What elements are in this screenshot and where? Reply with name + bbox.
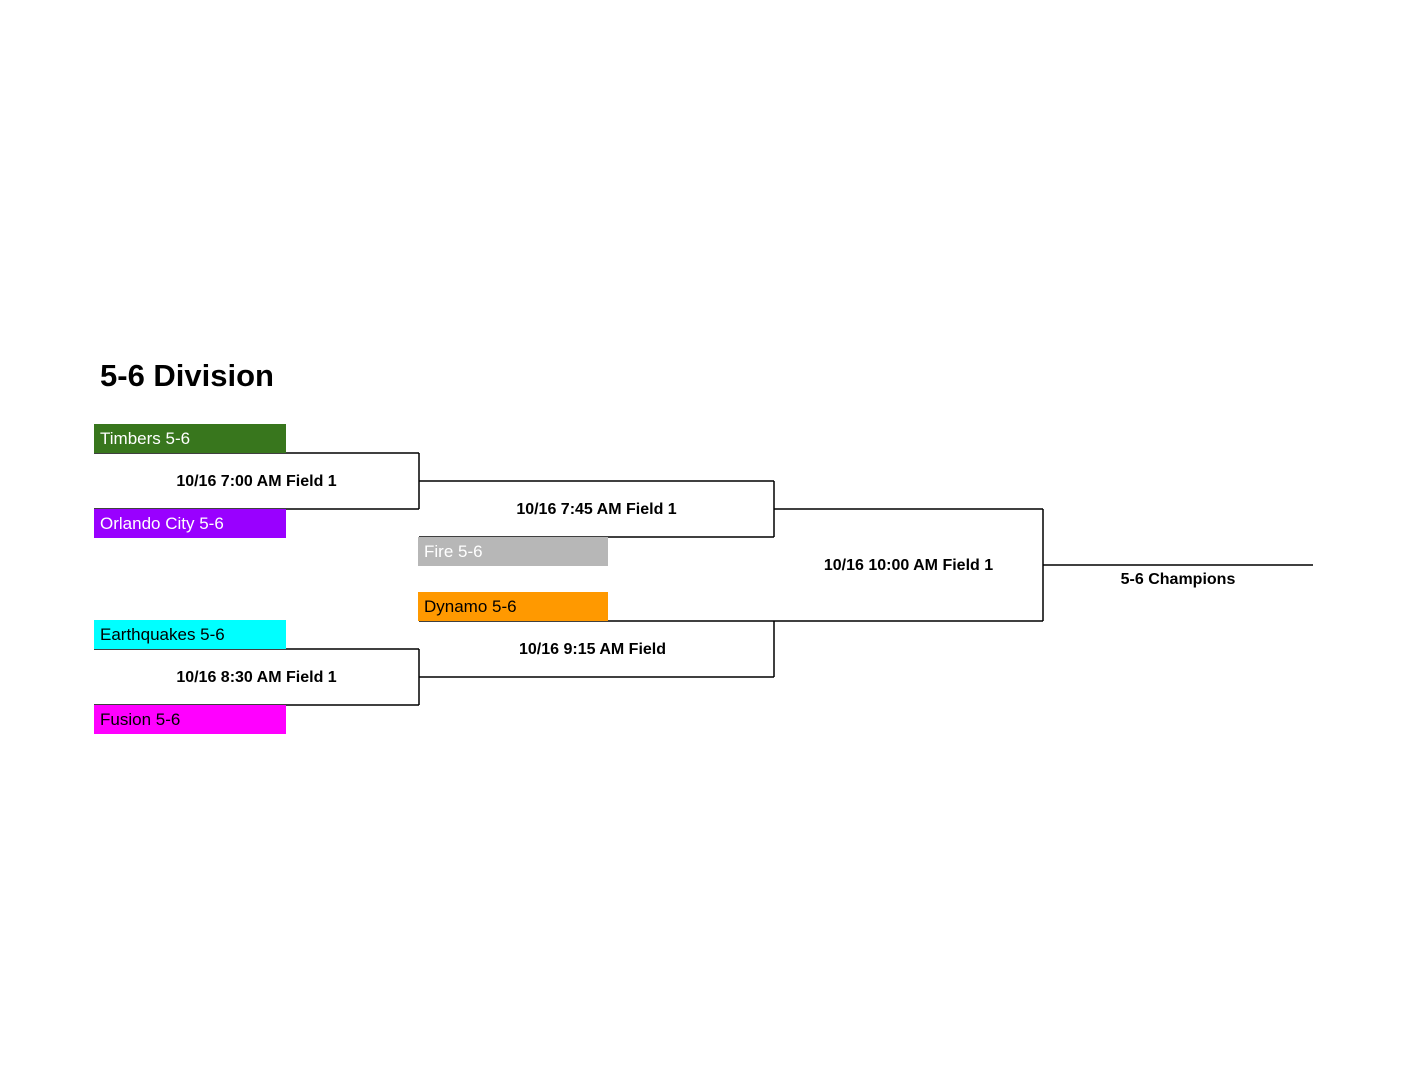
- game-round1-top: 10/16 7:00 AM Field 1: [176, 473, 337, 490]
- team-fire: Fire 5-6: [418, 537, 608, 566]
- champion-label: 5-6 Champions: [1120, 571, 1236, 588]
- team-orlando-city: Orlando City 5-6: [94, 509, 286, 538]
- game-round1-bottom: 10/16 8:30 AM Field 1: [176, 669, 337, 686]
- team-fusion: Fusion 5-6: [94, 705, 286, 734]
- division-title: 5-6 Division: [100, 358, 274, 393]
- team-earthquakes: Earthquakes 5-6: [94, 620, 286, 649]
- team-timbers: Timbers 5-6: [94, 424, 286, 453]
- game-semi-bottom: 10/16 9:15 AM Field: [518, 641, 667, 658]
- game-semi-top: 10/16 7:45 AM Field 1: [516, 501, 677, 518]
- team-dynamo: Dynamo 5-6: [418, 592, 608, 621]
- game-final: 10/16 10:00 AM Field 1: [823, 557, 994, 574]
